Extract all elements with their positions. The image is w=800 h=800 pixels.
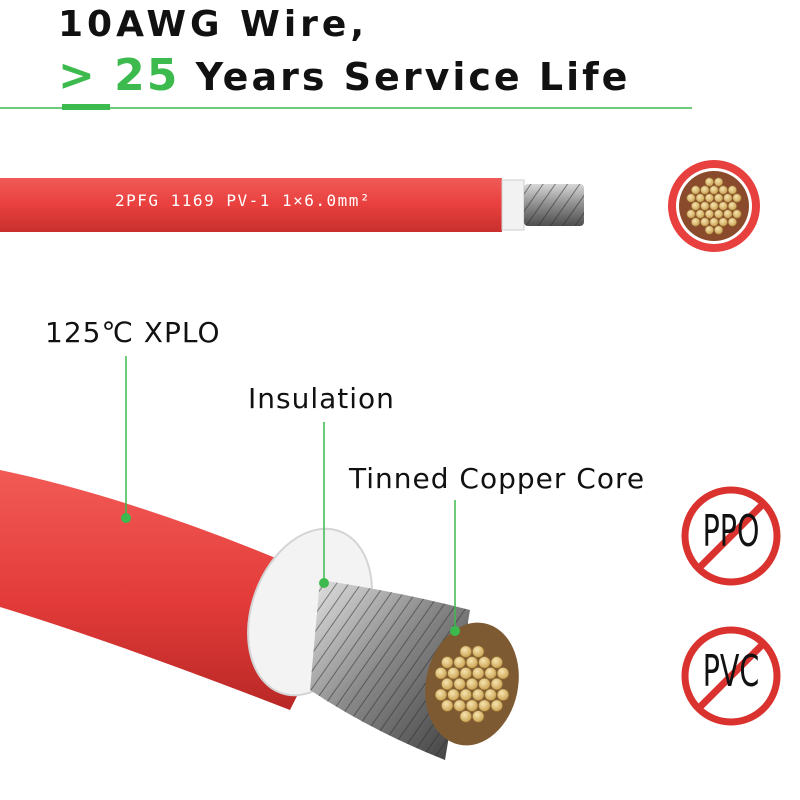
- ppo-badge-label: PPO: [702, 506, 760, 557]
- headline-rest: Years Service Life: [179, 55, 631, 99]
- wire-side-view: [0, 178, 584, 232]
- headline-line2: > 25 Years Service Life: [58, 50, 630, 101]
- headline-line1: 10AWG Wire,: [58, 4, 369, 45]
- callout-jacket: 125℃ XPLO: [45, 316, 221, 349]
- wire-cutaway: [0, 470, 519, 760]
- header-accent-bar: [62, 104, 110, 110]
- wire-cross-section: [668, 160, 760, 252]
- callout-leaders: [121, 356, 460, 636]
- pvc-prohibited-icon: [681, 626, 781, 726]
- ppo-badge: PPO: [683, 488, 779, 584]
- callout-core: Tinned Copper Core: [349, 462, 646, 495]
- ppo-prohibited-icon: [681, 486, 781, 586]
- pvc-badge-label: PVC: [702, 646, 760, 697]
- callout-insulation: Insulation: [248, 382, 395, 415]
- pvc-badge: PVC: [683, 628, 779, 724]
- wire-print-text: 2PFG 1169 PV-1 1×6.0mm²: [115, 191, 372, 210]
- headline-accent: > 25: [58, 50, 180, 101]
